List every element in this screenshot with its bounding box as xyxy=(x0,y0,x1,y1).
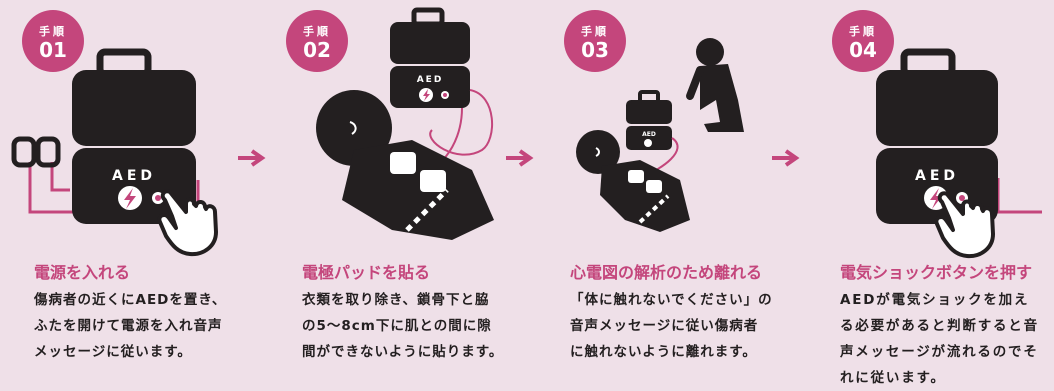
desc-line: メッセージに従います。 xyxy=(34,344,192,360)
desc-line: 傷病者の近くにAEDを置き、 xyxy=(34,292,227,308)
electrode-pad xyxy=(420,170,446,192)
lightning-icon xyxy=(930,188,942,209)
desc-line: 「体に触れないでください」の xyxy=(570,292,773,308)
arrow-right-icon xyxy=(238,149,266,167)
aed-icon: AED xyxy=(876,48,998,224)
step-04: 手順 04 AED 電気ショックボタンを押す AEDが電気ショックを加え る必要… xyxy=(810,0,1050,386)
badge-label: 手順 xyxy=(849,25,877,38)
aed-illustration: AED xyxy=(11,48,218,257)
electrode-pads-illustration: AED xyxy=(316,7,494,240)
desc-line: 音声メッセージに従い傷病者 xyxy=(570,318,759,334)
step-badge: 手順 01 xyxy=(22,10,84,72)
connector-plug-icon xyxy=(11,136,37,168)
aed-icon: AED xyxy=(72,48,196,224)
step-description: 傷病者の近くにAEDを置き、 ふたを開けて電源を入れ音声 メッセージに従います。 xyxy=(34,287,226,365)
badge-number: 04 xyxy=(849,38,877,62)
step-badge: 手順 03 xyxy=(564,10,626,72)
desc-line: る必要があると判断すると音 xyxy=(840,318,1039,334)
aed-label: AED xyxy=(915,168,959,184)
desc-line: ふたを開けて電源を入れ音声 xyxy=(34,318,223,334)
step-title: 電源を入れる xyxy=(34,263,131,282)
connector-cable-2 xyxy=(50,162,70,192)
step-description: 衣類を取り除き、鎖骨下と脇 の5〜8cm下に肌との間に隙 間ができないように貼り… xyxy=(302,287,503,365)
hand-pointer-icon xyxy=(157,189,218,257)
step-badge: 手順 04 xyxy=(832,10,894,72)
badge-number: 03 xyxy=(581,38,609,62)
electrode-pad xyxy=(390,152,416,174)
analysis-illustration: AED xyxy=(576,38,744,232)
step-01: 手順 01 AED 電源を入れる 傷病者の近くにAEDを置き、 ふたを開けて電源… xyxy=(0,0,240,384)
arrow-right-icon xyxy=(772,149,800,167)
aed-icon: AED xyxy=(626,90,672,150)
aed-label: AED xyxy=(417,75,444,85)
step-02: 手順 02 AED 電極パッドを貼る 衣類を取り除き、鎖骨下と脇 の5〜 xyxy=(272,0,512,384)
person-kneeling-icon xyxy=(686,38,744,132)
desc-line: 衣類を取り除き、鎖骨下と脇 xyxy=(302,292,490,308)
desc-line: に触れないように離れます。 xyxy=(570,344,757,360)
aed-icon: AED xyxy=(390,7,470,108)
person-lying-icon xyxy=(316,90,494,240)
aed-label: AED xyxy=(112,168,156,184)
desc-line: 声メッセージが流れるのでそ xyxy=(840,344,1039,360)
desc-line: AEDが電気ショックを加え xyxy=(840,292,1030,308)
arrow-right-icon xyxy=(506,149,534,167)
badge-label: 手順 xyxy=(303,25,331,38)
aed-label: AED xyxy=(642,131,656,138)
connector-plug-icon xyxy=(35,136,61,168)
step-description: AEDが電気ショックを加え る必要があると判断すると音 声メッセージが流れるので… xyxy=(840,287,1039,391)
step-title: 心電図の解析のため離れる xyxy=(570,263,763,282)
step-title: 電極パッドを貼る xyxy=(302,263,431,282)
step-description: 「体に触れないでください」の 音声メッセージに従い傷病者 に触れないように離れま… xyxy=(570,287,773,365)
lightning-icon xyxy=(124,188,136,209)
step-title: 電気ショックボタンを押す xyxy=(840,263,1033,282)
desc-line: れに従います。 xyxy=(840,370,946,386)
connector-cable xyxy=(996,178,1042,214)
step-03: 手順 03 AED 心電図の解析のため離れる 「体に触れないでください xyxy=(540,0,780,384)
badge-number: 01 xyxy=(39,38,67,62)
electrode-pad xyxy=(646,180,662,193)
desc-line: 間ができないように貼ります。 xyxy=(302,344,504,360)
hand-pointer-icon xyxy=(934,191,995,259)
step-badge: 手順 02 xyxy=(286,10,348,72)
badge-label: 手順 xyxy=(39,25,67,38)
aed-illustration: AED xyxy=(876,48,1042,259)
electrode-pad xyxy=(628,170,644,183)
badge-label: 手順 xyxy=(581,25,609,38)
person-lying-icon xyxy=(576,130,690,232)
desc-line: の5〜8cm下に肌との間に隙 xyxy=(302,318,492,334)
badge-number: 02 xyxy=(303,38,331,62)
